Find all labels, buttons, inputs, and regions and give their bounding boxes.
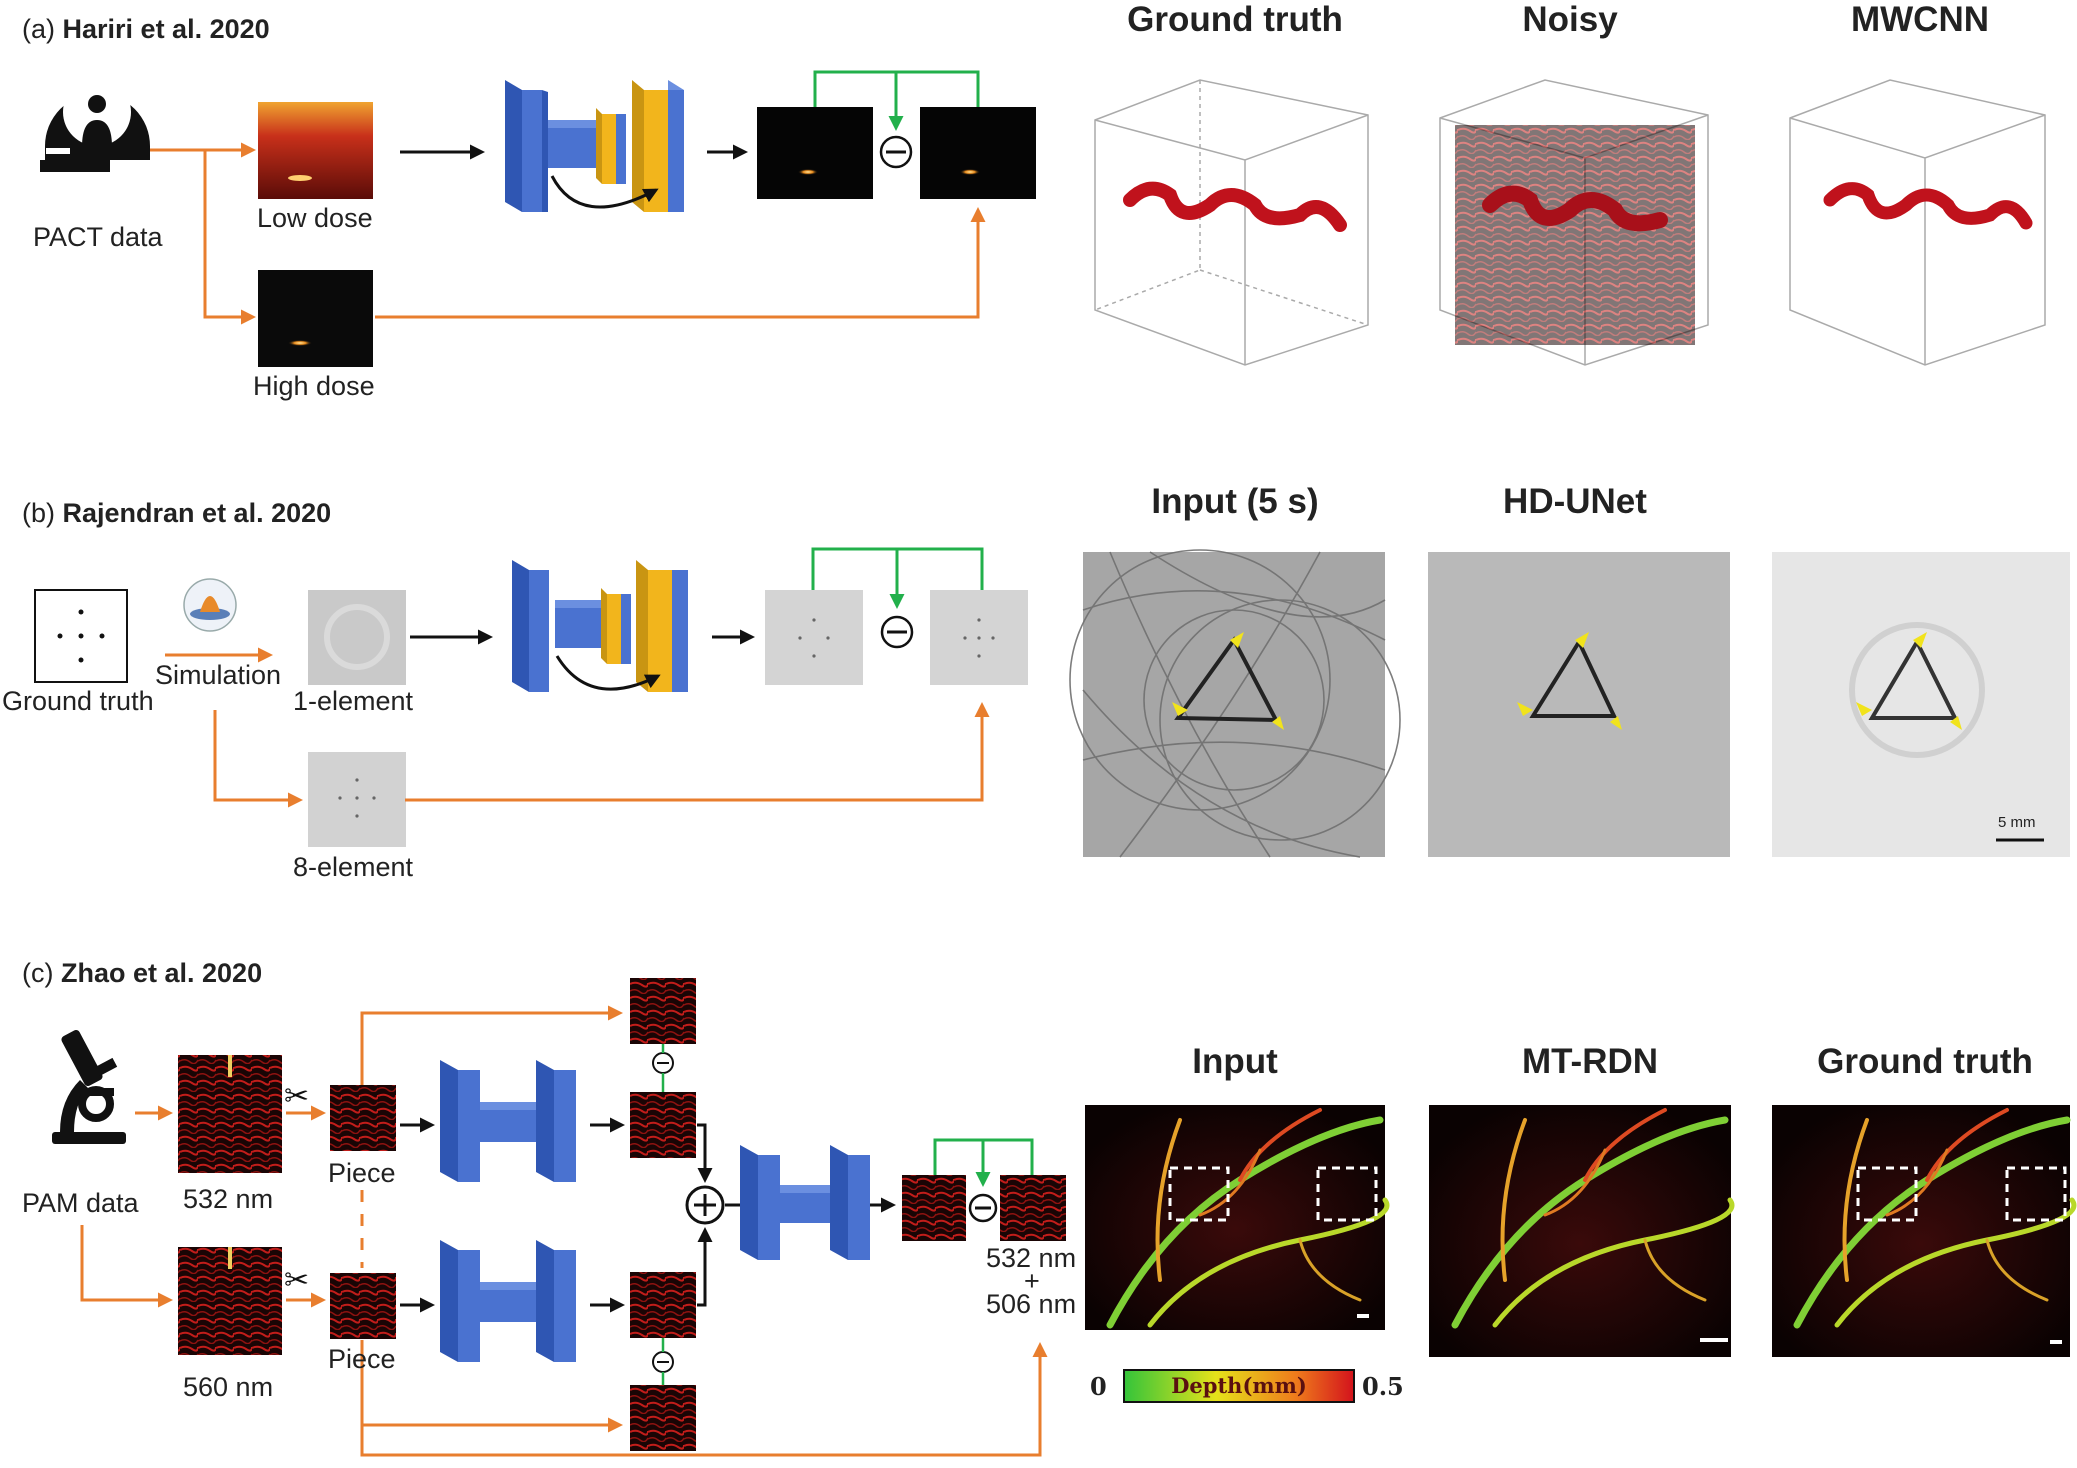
- fusion-output-image: [902, 1175, 966, 1241]
- result-title-a-3: MWCNN: [1850, 0, 1990, 39]
- target-wave-label-2: 506 nm: [986, 1289, 1077, 1319]
- panel-b-letter: (b): [22, 498, 55, 528]
- hd-unet-triangle: [1529, 637, 1618, 718]
- pact-data-label: PACT data: [33, 222, 163, 252]
- unet-network-icon: [505, 80, 684, 212]
- colorbar-max-label: 0.5: [1362, 1372, 1404, 1401]
- microscope-icon: [52, 1029, 126, 1144]
- bottom-target-image: [630, 1385, 696, 1451]
- output-image-b: [765, 590, 863, 685]
- target-triangle: [1868, 637, 1959, 720]
- panel-a-heading: (a) Hariri et al. 2020: [22, 14, 270, 45]
- input-vessel-image: [1085, 1105, 1385, 1330]
- result-title-a-1: Ground truth: [1127, 0, 1343, 39]
- pam-data-label: PAM data: [22, 1188, 139, 1218]
- panel-b: [34, 547, 2070, 858]
- result-title-b-2: HD-UNet: [1503, 482, 1647, 521]
- arrow-to-final-loss: [360, 1342, 1048, 1457]
- scissors-icon-1: ✂: [284, 1079, 309, 1114]
- piece-label-2: Piece: [328, 1344, 396, 1374]
- arrow-to-8-element: [213, 710, 303, 808]
- simulation-label: Simulation: [155, 660, 282, 690]
- result-title-c-2: MT-RDN: [1521, 1042, 1659, 1081]
- noisy-volume: [1455, 125, 1695, 345]
- panel-a: [40, 59, 2046, 367]
- target-image: [920, 107, 1036, 199]
- scissors-icon-2: ✂: [284, 1263, 309, 1298]
- piece-image-2: [330, 1273, 396, 1339]
- arrow-to-high-dose: [150, 148, 256, 325]
- result-title-c-3: Ground truth: [1817, 1042, 2033, 1081]
- high-dose-label: High dose: [253, 371, 375, 401]
- arrow-8-element-to-loss: [405, 702, 990, 802]
- one-element-label: 1-element: [293, 686, 414, 716]
- panel-c: ✂ ✂: [52, 978, 2074, 1457]
- colorbar-min-label: 0: [1090, 1372, 1107, 1401]
- panel-c-letter: (c): [22, 958, 54, 988]
- panel-b-heading: (b) Rajendran et al. 2020: [22, 498, 331, 529]
- piece-image-1: [330, 1085, 396, 1151]
- eight-element-label: 8-element: [293, 852, 414, 882]
- pact-scanner-icon: [40, 59, 150, 172]
- ground-truth-label-b: Ground truth: [2, 686, 154, 716]
- scale-bar-label: 5 mm: [1998, 814, 2036, 831]
- depth-colorbar: [1123, 1369, 1355, 1403]
- colorbar-title: Depth(mm): [1171, 1373, 1307, 1398]
- low-dose-image: [258, 102, 373, 199]
- arrow-high-dose-to-loss: [375, 207, 986, 319]
- hd-unet-image: [1428, 552, 1730, 857]
- hd-unet-network-icon: [512, 560, 688, 692]
- target-wave-label-1: 532 nm: [986, 1243, 1077, 1273]
- vessel-maps: [1085, 1105, 2074, 1357]
- mwcnn-cube: [1789, 79, 2046, 366]
- mt-rdn-fusion-network: [740, 1145, 870, 1260]
- panel-a-title: Hariri et al. 2020: [62, 14, 270, 44]
- simulation-icon: [183, 578, 237, 632]
- input-triangle: [1174, 636, 1280, 723]
- arrow-piece-to-top-target: [360, 1005, 623, 1085]
- result-title-a-2: Noisy: [1522, 0, 1618, 39]
- mwcnn-ucso-letters: [1823, 182, 2033, 230]
- panel-c-heading: (c) Zhao et al. 2020: [22, 958, 262, 989]
- arrow-piece-to-bottom-target: [360, 1340, 623, 1433]
- piece-label-1: Piece: [328, 1158, 396, 1188]
- output-image: [757, 107, 873, 199]
- panel-a-letter: (a): [22, 14, 55, 44]
- panel-b-title: Rajendran et al. 2020: [62, 498, 332, 528]
- ground-truth-cube: [1094, 79, 1369, 366]
- arrow-to-560: [80, 1225, 173, 1308]
- fusion-target-image: [1000, 1175, 1066, 1241]
- branch-output-1: [630, 1092, 696, 1158]
- wave-532-label: 532 nm: [183, 1184, 274, 1214]
- mt-rdn-branch-network-1: [440, 1060, 576, 1182]
- ucso-letters: [1123, 181, 1347, 232]
- high-dose-image: [258, 270, 373, 367]
- result-title-c-1: Input: [1192, 1042, 1278, 1081]
- target-wave-plus: +: [1024, 1266, 1040, 1296]
- wave-560-label: 560 nm: [183, 1372, 274, 1402]
- mt-rdn-branch-network-2: [440, 1240, 576, 1362]
- low-dose-label: Low dose: [257, 203, 373, 233]
- result-title-b-1: Input (5 s): [1151, 482, 1319, 521]
- branch-output-2: [630, 1272, 696, 1338]
- target-b-image: [1772, 552, 2070, 857]
- panel-c-title: Zhao et al. 2020: [61, 958, 263, 988]
- yellow-pointer-arrows: [1172, 632, 1962, 730]
- top-target-image: [630, 978, 696, 1044]
